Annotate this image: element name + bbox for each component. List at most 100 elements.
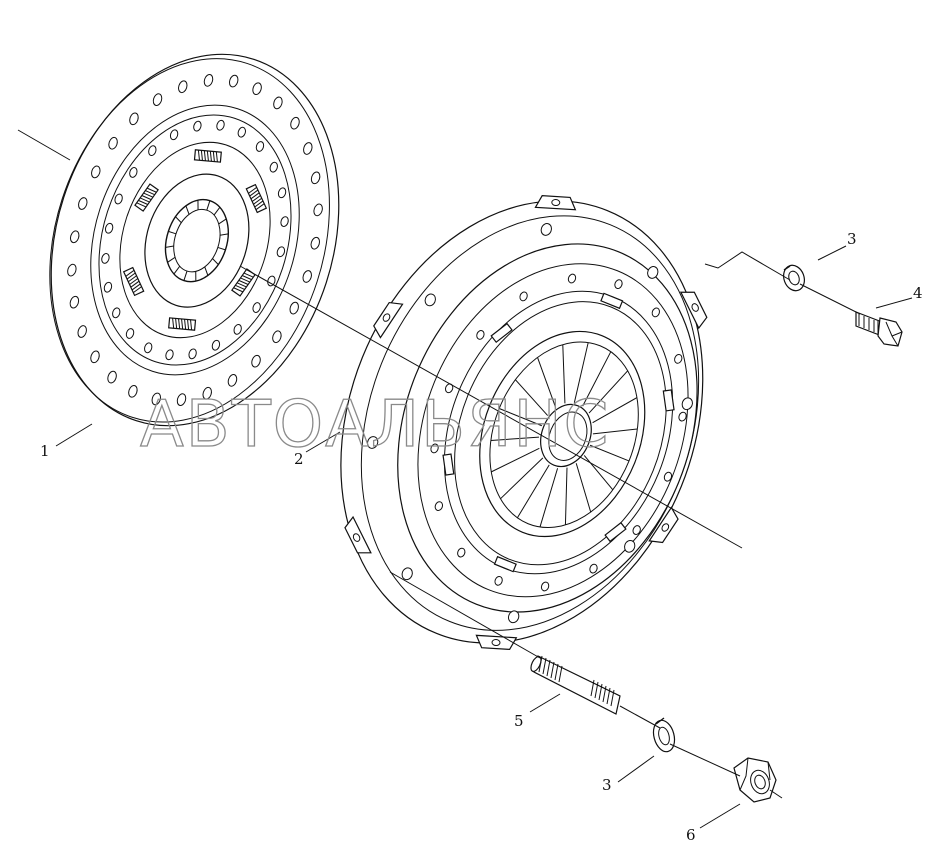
rivet-hole [310, 171, 321, 185]
mounting-hole [424, 293, 436, 307]
rivet-hole [90, 350, 100, 364]
mounting-hole [401, 567, 413, 581]
rivet-hole [277, 187, 287, 199]
rivet-hole [69, 230, 80, 244]
rivet-hole [125, 328, 135, 339]
cover-lug [344, 515, 372, 554]
cover-hole [540, 581, 550, 592]
rivet-hole [114, 193, 123, 205]
rivet-hole [78, 197, 88, 210]
rivet-hole [216, 119, 225, 131]
rivet-hole [169, 129, 179, 141]
cover-lug [534, 195, 577, 211]
rivet-hole [178, 80, 188, 94]
rivet-hole [129, 112, 139, 126]
rivet-hole [273, 96, 283, 110]
rivet-hole [148, 145, 157, 157]
damper-spring [193, 149, 222, 163]
rivet-hole [112, 307, 121, 319]
stud [530, 655, 621, 715]
damper-spring [245, 183, 268, 214]
cover-lug [679, 291, 708, 330]
mounting-hole [507, 610, 520, 624]
drive-strap-slot [600, 292, 624, 310]
cover-hole [476, 330, 485, 340]
rivet-hole [310, 236, 321, 250]
mounting-hole [647, 266, 659, 279]
cover-hole [674, 353, 683, 364]
rivet-hole [165, 349, 174, 361]
callout-5: 5 [514, 712, 524, 730]
bolt [855, 311, 903, 347]
callout-3-top: 3 [847, 230, 857, 248]
rivet-hole [228, 74, 239, 88]
rivet-hole [151, 392, 162, 406]
assembly-lines [17, 129, 861, 799]
rivet-hole [267, 275, 276, 287]
cover-lug [648, 506, 679, 544]
nut [733, 757, 777, 803]
rivet-hole [252, 82, 262, 96]
rivet-hole [302, 270, 312, 283]
rivet-hole [176, 393, 187, 406]
rivet-hole [255, 141, 265, 152]
rivet-hole [280, 216, 289, 227]
mounting-hole [681, 397, 693, 411]
leader-lines [55, 245, 913, 829]
callouts: 1 2 3 4 5 3 6 [40, 230, 923, 844]
rivet-hole [269, 161, 278, 173]
pressure-plate [340, 195, 708, 651]
rivet-hole [313, 203, 323, 217]
mounting-hole [540, 223, 552, 236]
drive-strap-slot [490, 322, 513, 344]
rivet-hole [77, 325, 87, 338]
callout-2: 2 [294, 450, 304, 468]
mounting-hole [367, 436, 379, 449]
rivet-hole [69, 295, 80, 309]
callout-3-bottom: 3 [602, 776, 612, 794]
rivet-hole [272, 330, 282, 344]
cover-hole [614, 279, 623, 290]
rivet-hole [108, 136, 118, 150]
drive-strap-slot [493, 555, 517, 573]
damper-spring [122, 266, 145, 297]
watermark-text: АВТОАЛЬЯНС [140, 388, 610, 462]
rivet-hole [276, 246, 286, 258]
cover-hole [434, 501, 444, 511]
cover-hole [678, 411, 687, 422]
cover-hole [430, 443, 439, 454]
rivet-hole [251, 354, 261, 368]
rivet-hole [193, 120, 202, 132]
drive-strap-slot [442, 453, 455, 476]
rivet-hole [152, 93, 163, 106]
rivet-hole [129, 167, 138, 178]
rivet-hole [91, 165, 101, 179]
rivet-hole [290, 116, 300, 130]
damper-spring [168, 317, 197, 331]
cover-hole [457, 547, 466, 558]
rivet-hole [289, 301, 299, 315]
cover-hole [663, 471, 673, 482]
rivet-hole [203, 74, 214, 87]
rivet-hole [67, 263, 77, 277]
cover-hole [519, 291, 528, 302]
rivet-hole [211, 339, 221, 351]
rivet-hole [144, 342, 153, 354]
rivet-hole [233, 323, 242, 335]
clutch-disc [49, 53, 340, 427]
rivet-hole [128, 384, 138, 398]
callout-6: 6 [686, 826, 696, 844]
rivet-hole [188, 348, 197, 360]
damper-spring [134, 183, 159, 212]
cover-lug [475, 634, 518, 651]
rivet-hole [107, 370, 117, 384]
rivet-hole [227, 374, 238, 387]
cover-hole [651, 307, 660, 318]
cover-hole [494, 575, 503, 586]
rivet-hole [104, 222, 114, 234]
cover-hole [567, 273, 577, 284]
damper-spring [231, 268, 256, 297]
lock-washer-bottom [652, 717, 676, 753]
rivet-hole [237, 126, 246, 138]
